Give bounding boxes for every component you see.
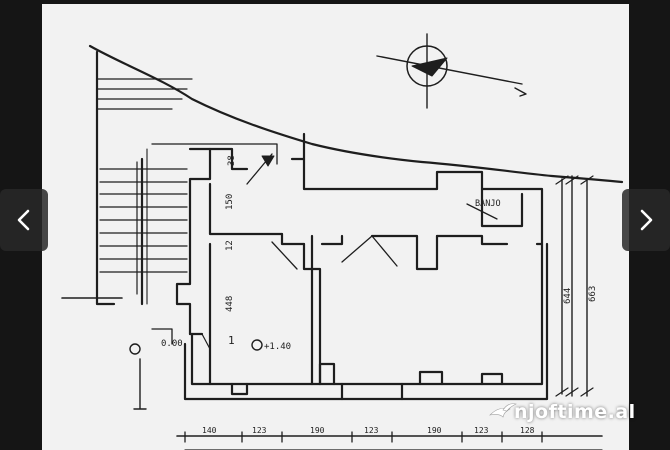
bird-logo-icon	[489, 403, 517, 418]
dim-label-38: 38	[227, 155, 237, 166]
chevron-right-icon	[640, 209, 653, 231]
prev-image-button[interactable]	[0, 189, 48, 251]
chevron-left-icon	[17, 209, 30, 231]
bottom-dim: 123	[252, 426, 267, 435]
dim-label-12: 12	[225, 240, 235, 251]
dim-label-644: 644	[563, 288, 573, 304]
room-label-banjo: BANJO	[475, 199, 501, 209]
section-label: 1	[228, 334, 235, 347]
watermark: njoftime.al	[488, 398, 636, 426]
bottom-dim: 140	[202, 426, 217, 435]
floor-plan-drawing: BANJO 150 12 448 38 644 663 +1.40 0.00 1…	[61, 33, 624, 450]
bottom-dimensions: 140 123 190 123 190 123 128	[202, 426, 535, 435]
bottom-dim: 123	[364, 426, 379, 435]
dim-label-150: 150	[225, 194, 235, 210]
floor-plan-image: BANJO 150 12 448 38 644 663 +1.40 0.00 1…	[42, 4, 629, 450]
bottom-dim: 190	[310, 426, 325, 435]
bottom-dim: 190	[427, 426, 442, 435]
dim-label-448: 448	[225, 296, 235, 312]
bottom-dim: 128	[520, 426, 535, 435]
bottom-dim: 123	[474, 426, 489, 435]
dim-label-663: 663	[588, 286, 598, 302]
watermark-text: njoftime.al	[514, 401, 636, 423]
level-label-1: +1.40	[264, 342, 291, 352]
plan-labels: BANJO 150 12 448 38 644 663 +1.40 0.00 1…	[161, 155, 598, 435]
level-label-2: 0.00	[161, 339, 183, 349]
next-image-button[interactable]	[622, 189, 670, 251]
